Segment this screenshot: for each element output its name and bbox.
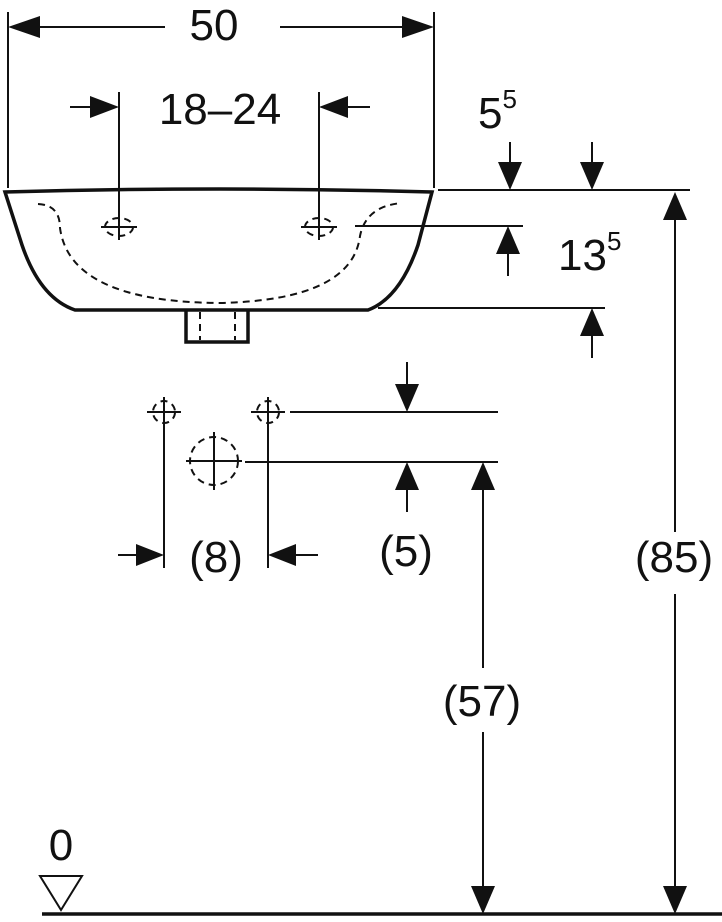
label-supply-to-drain: (5): [379, 527, 433, 576]
dim-drain-height: (57): [443, 462, 521, 914]
dim-supply-to-drain: (5): [245, 362, 498, 576]
dim-rim-height: (85): [635, 192, 713, 914]
svg-text:135: 135: [558, 226, 621, 280]
svg-text:55: 55: [478, 84, 517, 138]
label-rim-offset: 5: [478, 89, 502, 138]
dim-width-total: 50: [7, 1, 435, 188]
tap-hole-right: [301, 214, 337, 240]
supply-point-right: [251, 397, 285, 568]
label-rim-offset-sup: 5: [502, 84, 516, 114]
label-drain-height: (57): [443, 677, 521, 726]
supply-point-left: [147, 397, 181, 568]
label-tap-spacing: 18–24: [159, 85, 281, 134]
label-floor-level: 0: [49, 821, 73, 870]
drain-point: [186, 432, 242, 490]
dim-bowl-depth: 135: [355, 225, 621, 358]
dim-tap-spacing: 18–24: [70, 85, 370, 214]
floor-level-marker: 0: [38, 821, 722, 916]
dim-supply-spacing: (8): [118, 533, 318, 582]
label-bowl-depth: 13: [558, 231, 607, 280]
label-rim-height: (85): [635, 533, 713, 582]
basin-outline: [2, 187, 435, 344]
label-supply-spacing: (8): [189, 533, 243, 582]
label-width-total: 50: [190, 1, 239, 50]
dim-rim-offset: 55: [438, 84, 690, 191]
label-bowl-depth-sup: 5: [607, 226, 621, 256]
tap-hole-left: [101, 214, 137, 240]
